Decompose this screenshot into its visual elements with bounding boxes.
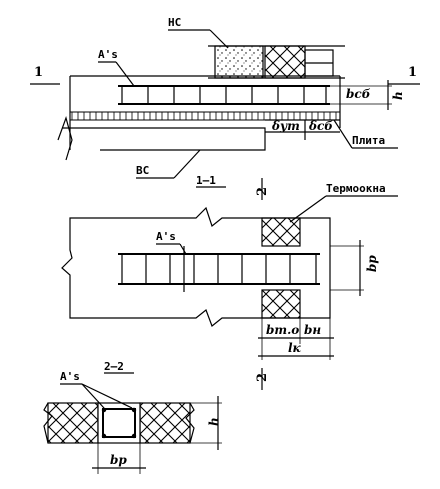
section-outline <box>61 206 331 327</box>
label-inner-wall: ВС <box>136 164 149 177</box>
section-title-1-1: 1–1 <box>196 174 216 187</box>
label-outer-wall: НС <box>168 16 181 29</box>
section-mark-2-top: 2 <box>255 187 270 196</box>
inner-wall-outline <box>62 127 266 151</box>
section-title-2-2: 2–2 <box>104 360 124 373</box>
section-mark-2-bottom: 2 <box>255 373 270 382</box>
dim-lk: lк <box>288 341 302 355</box>
thermo-left-2-2 <box>47 402 99 444</box>
outer-wall-block <box>214 45 264 79</box>
dim-h-top: h <box>391 91 405 100</box>
dim-delta-sb: δсб <box>308 119 333 133</box>
section-1-1: 1–1 2 2 Термоокна A' <box>61 174 398 390</box>
dim-bto: bт.о <box>266 323 299 337</box>
dim-bn: bн <box>304 323 321 337</box>
label-slab: Плита <box>352 134 385 147</box>
rebar-stirrups-top <box>121 86 327 104</box>
dim-bp-2-2: bр <box>110 453 127 467</box>
thermo-insert-top <box>264 45 306 79</box>
section-mark-right: 1 <box>408 65 417 80</box>
dim-delta-ut: δут <box>271 119 300 133</box>
slab-hatch <box>71 112 337 120</box>
dim-b-sb: bсб <box>346 87 371 101</box>
thermo-right-2-2 <box>139 402 191 444</box>
label-rebar-top: A's <box>98 48 118 61</box>
rebar-cage-2-2 <box>102 408 136 438</box>
label-thermo-windows: Термоокна <box>326 182 386 195</box>
dim-h-2-2: h <box>207 417 221 426</box>
break-line-left <box>57 116 73 161</box>
section-mark-left: 1 <box>34 65 43 80</box>
top-view: 1 1 <box>30 16 420 179</box>
section-2-2: 2–2 A's h bр <box>43 360 222 474</box>
label-rebar-2-2: A's <box>60 370 80 383</box>
thermo-window-top <box>261 217 301 247</box>
dim-bp-1-1: bр <box>365 255 379 272</box>
label-rebar-1-1: A's <box>156 230 176 243</box>
rebar-stirrups-1-1 <box>121 254 317 284</box>
thermo-window-bottom <box>261 289 301 319</box>
